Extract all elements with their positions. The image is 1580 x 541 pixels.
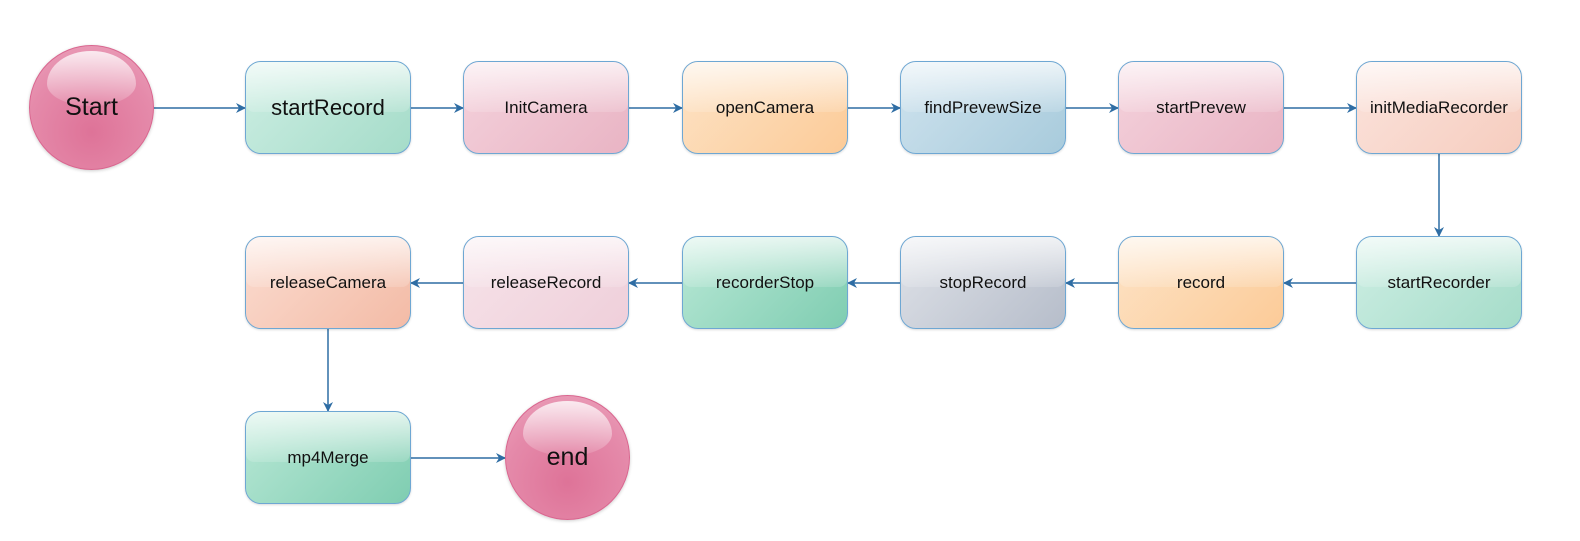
node-release-camera[interactable]: releaseCamera [245, 236, 411, 329]
end-node[interactable]: end [505, 395, 630, 520]
node-init-camera[interactable]: InitCamera [463, 61, 629, 154]
node-label: releaseRecord [490, 272, 602, 292]
node-release-record[interactable]: releaseRecord [463, 236, 629, 329]
start-node-label: Start [65, 93, 118, 121]
node-start-prevew[interactable]: startPrevew [1118, 61, 1284, 154]
node-label: releaseCamera [269, 272, 387, 292]
node-label: startRecorder [1387, 272, 1491, 292]
node-start-recorder[interactable]: startRecorder [1356, 236, 1522, 329]
node-init-media-recorder[interactable]: initMediaRecorder [1356, 61, 1522, 154]
node-open-camera[interactable]: openCamera [682, 61, 848, 154]
node-label: openCamera [715, 97, 815, 117]
node-find-prevew-size[interactable]: findPrevewSize [900, 61, 1066, 154]
node-start-record[interactable]: startRecord [245, 61, 411, 154]
node-label: InitCamera [504, 97, 588, 117]
node-record[interactable]: record [1118, 236, 1284, 329]
node-label: startRecord [271, 94, 385, 120]
node-stop-record[interactable]: stopRecord [900, 236, 1066, 329]
node-label: mp4Merge [287, 447, 369, 467]
node-label: startPrevew [1156, 97, 1246, 117]
node-label: recorderStop [715, 272, 815, 292]
node-label: stopRecord [939, 272, 1027, 292]
node-recorder-stop[interactable]: recorderStop [682, 236, 848, 329]
node-label: initMediaRecorder [1370, 97, 1508, 117]
start-node[interactable]: Start [29, 45, 154, 170]
node-mp4-merge[interactable]: mp4Merge [245, 411, 411, 504]
node-label: findPrevewSize [924, 97, 1042, 117]
end-node-label: end [546, 443, 589, 471]
node-label: record [1176, 272, 1226, 292]
